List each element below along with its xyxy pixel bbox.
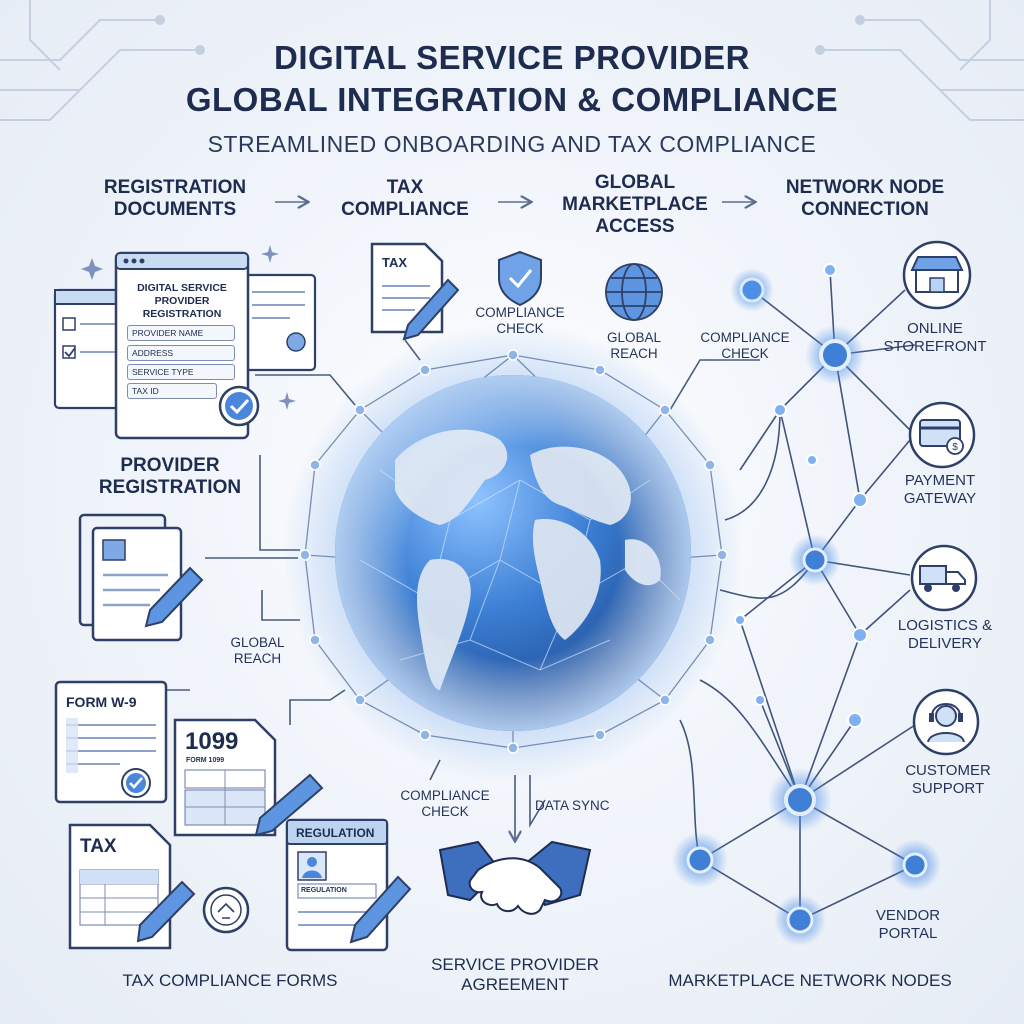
circuit-decoration xyxy=(0,0,1024,121)
data-sync-label: DATA SYNC xyxy=(535,798,610,813)
compliance-check-label-bottom: COMPLIANCE CHECK xyxy=(400,788,490,819)
glow-nodes xyxy=(672,268,941,946)
tax-form-label: TAX xyxy=(80,836,117,857)
main-title-line1: DIGITAL SERVICE PROVIDER xyxy=(274,39,750,76)
document-stack-icon xyxy=(78,513,204,642)
vendor-portal-label: VENDOR PORTAL xyxy=(875,907,941,942)
subtitle: STREAMLINED ONBOARDING AND TAX COMPLIANC… xyxy=(207,131,817,157)
step-registration-documents: REGISTRATION DOCUMENTS xyxy=(103,177,247,220)
global-reach-label-top: GLOBAL REACH xyxy=(606,330,662,361)
address-field[interactable]: ADDRESS xyxy=(127,345,235,361)
step-network-node-connection: NETWORK NODE CONNECTION xyxy=(785,177,945,220)
compliance-check-label-right: COMPLIANCE CHECK xyxy=(700,330,790,361)
form-1099-doc xyxy=(173,718,324,837)
regulation-small-label: REGULATION xyxy=(301,887,347,894)
storefront-icon xyxy=(902,240,972,310)
globe-nodes xyxy=(299,349,728,754)
registration-window-title: DIGITAL SERVICE PROVIDER REGISTRATION xyxy=(137,282,227,320)
global-reach-label-left: GLOBAL REACH xyxy=(230,635,285,666)
step-global-marketplace-access: GLOBAL MARKETPLACE ACCESS xyxy=(562,172,708,237)
provider-registration-label: PROVIDER REGISTRATION xyxy=(98,455,242,498)
payment-gateway-label: PAYMENT GATEWAY xyxy=(903,472,977,507)
svg-text:$: $ xyxy=(952,442,958,453)
service-provider-agreement-label: SERVICE PROVIDER AGREEMENT xyxy=(431,955,599,994)
form-1099-small-label: FORM 1099 xyxy=(186,757,225,764)
step-tax-compliance: TAX COMPLIANCE xyxy=(341,177,469,220)
online-storefront-label: ONLINE STOREFRONT xyxy=(883,320,987,355)
payment-card-icon: $ xyxy=(908,401,976,469)
regulation-doc xyxy=(285,818,412,952)
service-type-field[interactable]: SERVICE TYPE xyxy=(127,364,235,380)
marketplace-network-nodes-label: MARKETPLACE NETWORK NODES xyxy=(668,971,952,990)
seal-icon xyxy=(202,886,250,934)
delivery-truck-icon xyxy=(910,544,978,612)
logistics-delivery-label: LOGISTICS & DELIVERY xyxy=(897,617,993,652)
tax-form-doc xyxy=(68,823,196,950)
form-w9-doc xyxy=(54,680,168,804)
tax-doc-label: TAX xyxy=(382,255,408,270)
compliance-check-label: COMPLIANCE CHECK xyxy=(475,305,565,336)
main-title-line2: GLOBAL INTEGRATION & COMPLIANCE xyxy=(185,81,839,118)
headset-icon xyxy=(912,688,980,756)
form-1099-number: 1099 xyxy=(185,728,239,755)
provider-name-field[interactable]: PROVIDER NAME xyxy=(127,325,235,341)
small-network-nodes xyxy=(734,263,868,728)
shield-check-icon xyxy=(498,250,542,307)
tax-id-field[interactable]: TAX ID xyxy=(127,383,217,399)
regulation-label: REGULATION xyxy=(296,826,375,840)
customer-support-label: CUSTOMER SUPPORT xyxy=(905,762,991,797)
small-globe-icon xyxy=(605,263,663,321)
handshake-icon xyxy=(438,840,592,915)
form-w9-label: FORM W-9 xyxy=(66,694,137,710)
sparkle-icons xyxy=(81,245,296,410)
tax-compliance-forms-label: TAX COMPLIANCE FORMS xyxy=(122,971,338,990)
tax-document-icon xyxy=(370,242,460,341)
